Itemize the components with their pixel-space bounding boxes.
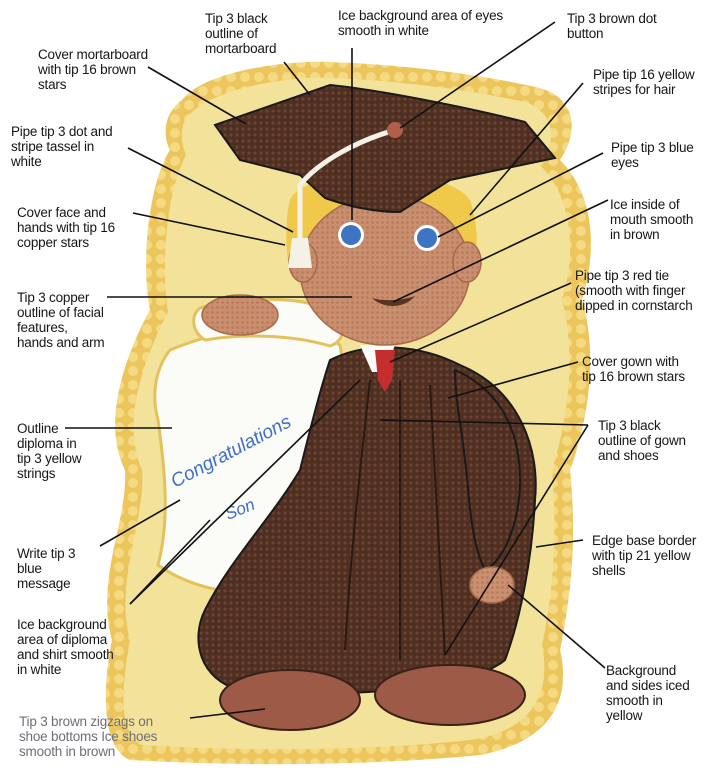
label-ice-eyes-white: Ice background area of eyes smooth in wh… (338, 8, 503, 38)
label-ice-diploma-shirt: Ice background area of diploma and shirt… (17, 617, 114, 677)
label-pipe-tassel: Pipe tip 3 dot and stripe tassel in whit… (11, 124, 112, 169)
label-tip3-black-outline-gown: Tip 3 black outline of gown and shoes (598, 418, 686, 463)
brown-dot-button (387, 122, 403, 138)
label-cover-mortarboard: Cover mortarboard with tip 16 brown star… (38, 47, 148, 92)
label-cover-face-hands: Cover face and hands with tip 16 copper … (17, 205, 115, 250)
label-pipe-blue-eyes: Pipe tip 3 blue eyes (611, 140, 694, 170)
face (300, 195, 470, 345)
right-hand (470, 567, 514, 603)
label-ice-mouth-brown: Ice inside of mouth smooth in brown (610, 197, 693, 242)
label-pipe-red-tie: Pipe tip 3 red tie (smooth with finger d… (575, 268, 693, 313)
tassel (288, 238, 312, 268)
left-hand (202, 295, 278, 335)
label-background-sides: Background and sides iced smooth in yell… (606, 663, 690, 723)
label-tip3-black-outline-mortarboard: Tip 3 black outline of mortarboard (205, 11, 276, 56)
left-shoe (220, 670, 360, 730)
right-shoe (375, 665, 525, 725)
label-pipe-yellow-hair: Pipe tip 16 yellow stripes for hair (593, 67, 694, 97)
label-edge-base-border: Edge base border with tip 21 yellow shel… (592, 533, 696, 578)
left-eye (341, 225, 361, 245)
label-write-blue-message: Write tip 3 blue message (17, 546, 75, 591)
right-eye (417, 228, 437, 248)
label-shoe-bottoms: Tip 3 brown zigzags on shoe bottoms Ice … (19, 714, 157, 759)
label-tip3-brown-dot-button: Tip 3 brown dot button (567, 11, 657, 41)
label-tip3-copper-outline: Tip 3 copper outline of facial features,… (17, 290, 104, 350)
label-outline-diploma: Outline diploma in tip 3 yellow strings (17, 421, 81, 481)
label-cover-gown: Cover gown with tip 16 brown stars (582, 354, 685, 384)
